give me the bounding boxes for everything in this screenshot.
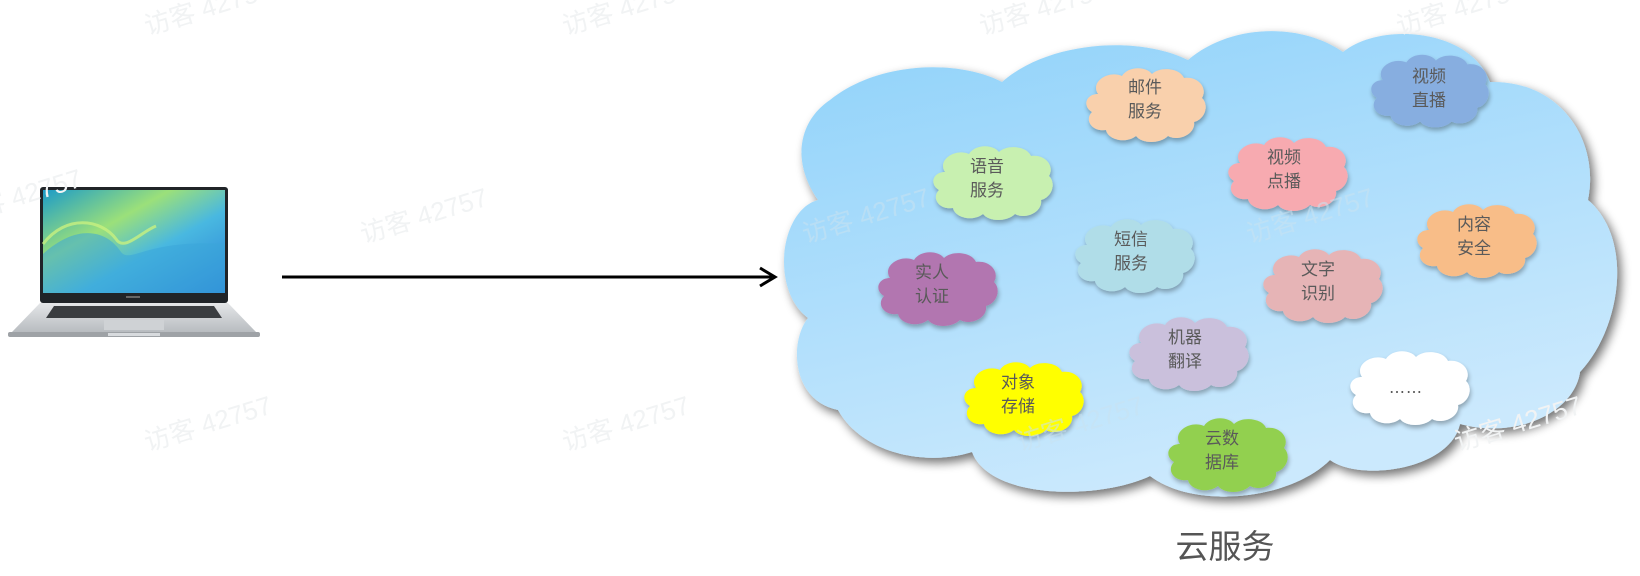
laptop-icon xyxy=(8,187,260,337)
service-label-ocr: 文字识别 xyxy=(1268,258,1368,306)
service-label-real-name: 实人认证 xyxy=(882,261,982,309)
service-line1: 对象 xyxy=(1001,373,1035,393)
service-line1: 云数 xyxy=(1205,429,1239,449)
service-label-mail: 邮件服务 xyxy=(1095,76,1195,124)
service-line1: 短信 xyxy=(1114,230,1148,250)
service-label-vod: 视频点播 xyxy=(1234,146,1334,194)
service-line1: 内容 xyxy=(1457,215,1491,235)
service-line2: 服务 xyxy=(1114,254,1148,274)
service-line1: 机器 xyxy=(1168,328,1202,348)
service-label-mt: 机器翻译 xyxy=(1135,326,1235,374)
service-line1: 视频 xyxy=(1412,67,1446,87)
connection-arrow xyxy=(282,266,778,288)
service-line2: 服务 xyxy=(1128,102,1162,122)
service-line2: 安全 xyxy=(1457,239,1491,259)
service-line1: 实人 xyxy=(915,263,949,283)
service-line1: …… xyxy=(1389,378,1423,397)
service-line2: 识别 xyxy=(1301,284,1335,304)
service-line2: 存储 xyxy=(1001,397,1035,417)
service-line2: 认证 xyxy=(915,287,949,307)
service-line1: 文字 xyxy=(1301,260,1335,280)
cloud-title: 云服务 xyxy=(1175,527,1275,566)
service-label-voice: 语音服务 xyxy=(937,155,1037,203)
service-line2: 据库 xyxy=(1205,453,1239,473)
service-line1: 语音 xyxy=(970,157,1004,177)
service-label-db: 云数据库 xyxy=(1172,427,1272,475)
service-label-live-video: 视频直播 xyxy=(1379,65,1479,113)
service-label-more: …… xyxy=(1356,378,1456,398)
service-label-sms: 短信服务 xyxy=(1081,228,1181,276)
service-line2: 服务 xyxy=(970,181,1004,201)
service-line1: 邮件 xyxy=(1128,78,1162,98)
service-line2: 点播 xyxy=(1267,172,1301,192)
service-line2: 直播 xyxy=(1412,91,1446,111)
service-label-oss: 对象存储 xyxy=(968,371,1068,419)
service-label-content-security: 内容安全 xyxy=(1424,213,1524,261)
service-line1: 视频 xyxy=(1267,148,1301,168)
service-line2: 翻译 xyxy=(1168,352,1202,372)
